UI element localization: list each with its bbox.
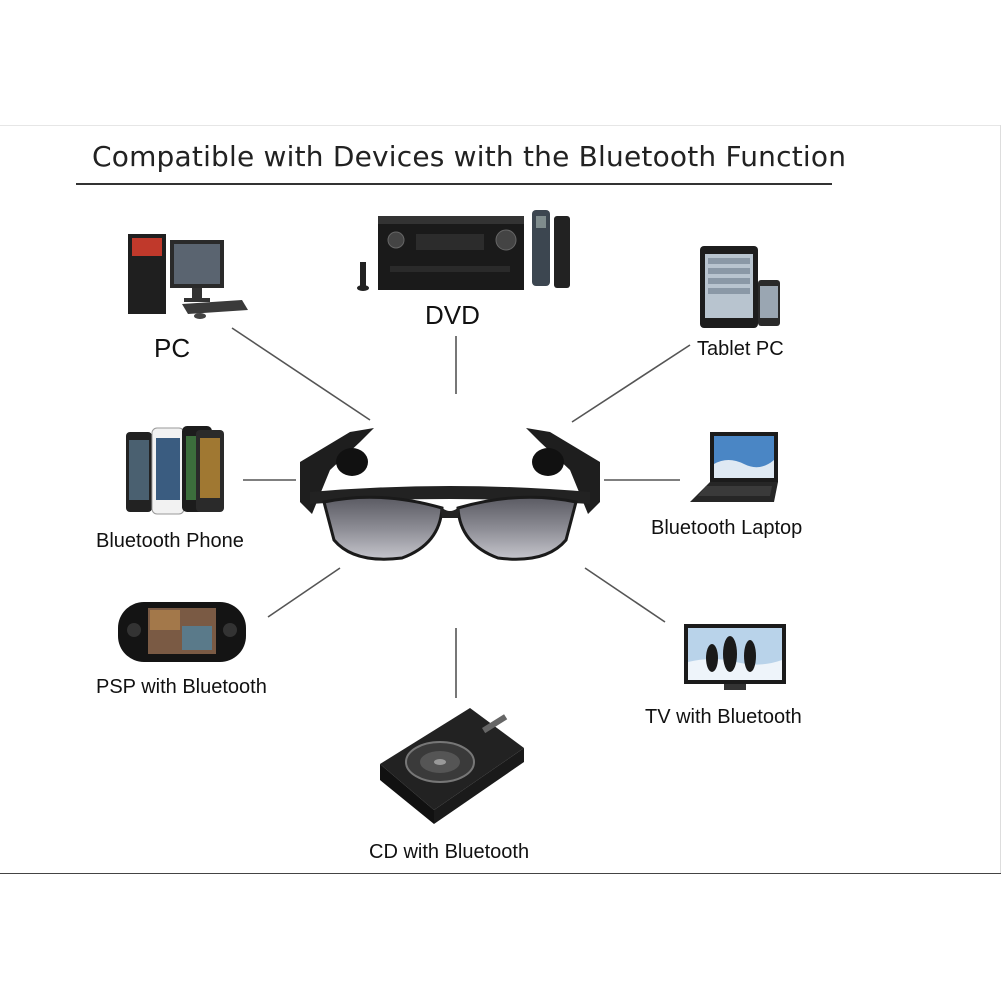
bluetooth-sunglasses-icon	[300, 428, 600, 561]
connector-tv	[584, 567, 666, 623]
smartphones-icon	[126, 426, 224, 515]
desktop-pc-icon	[128, 234, 248, 319]
device-label-bluetooth-laptop: Bluetooth Laptop	[651, 517, 803, 539]
page-title: Compatible with Devices with the Bluetoo…	[92, 140, 847, 173]
av-receiver-icon	[357, 210, 570, 291]
tablet-phone-icon	[700, 246, 780, 328]
laptop-icon	[690, 432, 778, 502]
frame-top-border	[0, 125, 1001, 126]
connector-pc	[231, 327, 371, 421]
connector-psp	[267, 567, 341, 618]
device-label-pc: PC	[154, 333, 191, 363]
device-label-bluetooth-phone: Bluetooth Phone	[96, 530, 244, 552]
connector-tablet	[571, 344, 691, 423]
device-label-psp: PSP with Bluetooth	[96, 676, 267, 698]
frame-bottom-border	[0, 873, 1001, 874]
handheld-console-icon	[118, 602, 246, 662]
tv-icon	[684, 624, 786, 690]
device-label-dvd: DVD	[425, 300, 480, 330]
device-label-tv: TV with Bluetooth	[645, 706, 802, 728]
device-label-cd: CD with Bluetooth	[369, 841, 530, 863]
dj-cd-player-icon	[380, 708, 524, 824]
device-label-tablet-pc: Tablet PC	[697, 338, 784, 360]
title-underline	[76, 183, 832, 185]
